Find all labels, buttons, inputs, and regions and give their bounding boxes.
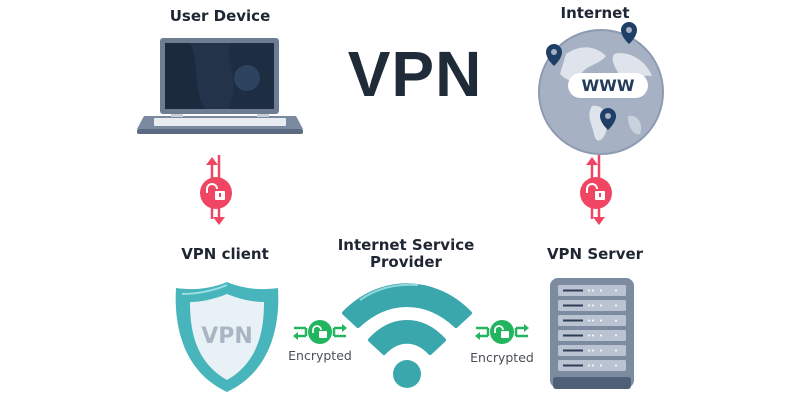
- vpn-shield-icon: VPN: [175, 282, 279, 392]
- laptop-icon: [137, 38, 303, 134]
- isp-label-line2: Provider: [370, 253, 442, 271]
- vpn-server-icon: [550, 278, 634, 389]
- encrypted-lock-icon-left: [293, 320, 347, 344]
- user-device-label: User Device: [169, 7, 271, 25]
- encrypted-label-left: Encrypted: [288, 348, 352, 363]
- encrypted-tunnel-icon-right: [580, 155, 612, 225]
- wifi-icon: [342, 283, 472, 388]
- isp-label-line1: Internet Service: [337, 236, 475, 254]
- www-text: WWW: [582, 76, 635, 95]
- encrypted-lock-icon-right: [475, 320, 529, 344]
- internet-label: Internet: [560, 4, 630, 22]
- shield-vpn-text: VPN: [201, 324, 253, 349]
- encrypted-tunnel-icon-left: [200, 155, 232, 225]
- globe-icon: WWW: [538, 22, 664, 155]
- diagram-title: VPN: [347, 38, 483, 110]
- encrypted-label-right: Encrypted: [470, 350, 534, 365]
- vpn-server-label: VPN Server: [546, 245, 644, 263]
- vpn-client-label: VPN client: [181, 245, 269, 263]
